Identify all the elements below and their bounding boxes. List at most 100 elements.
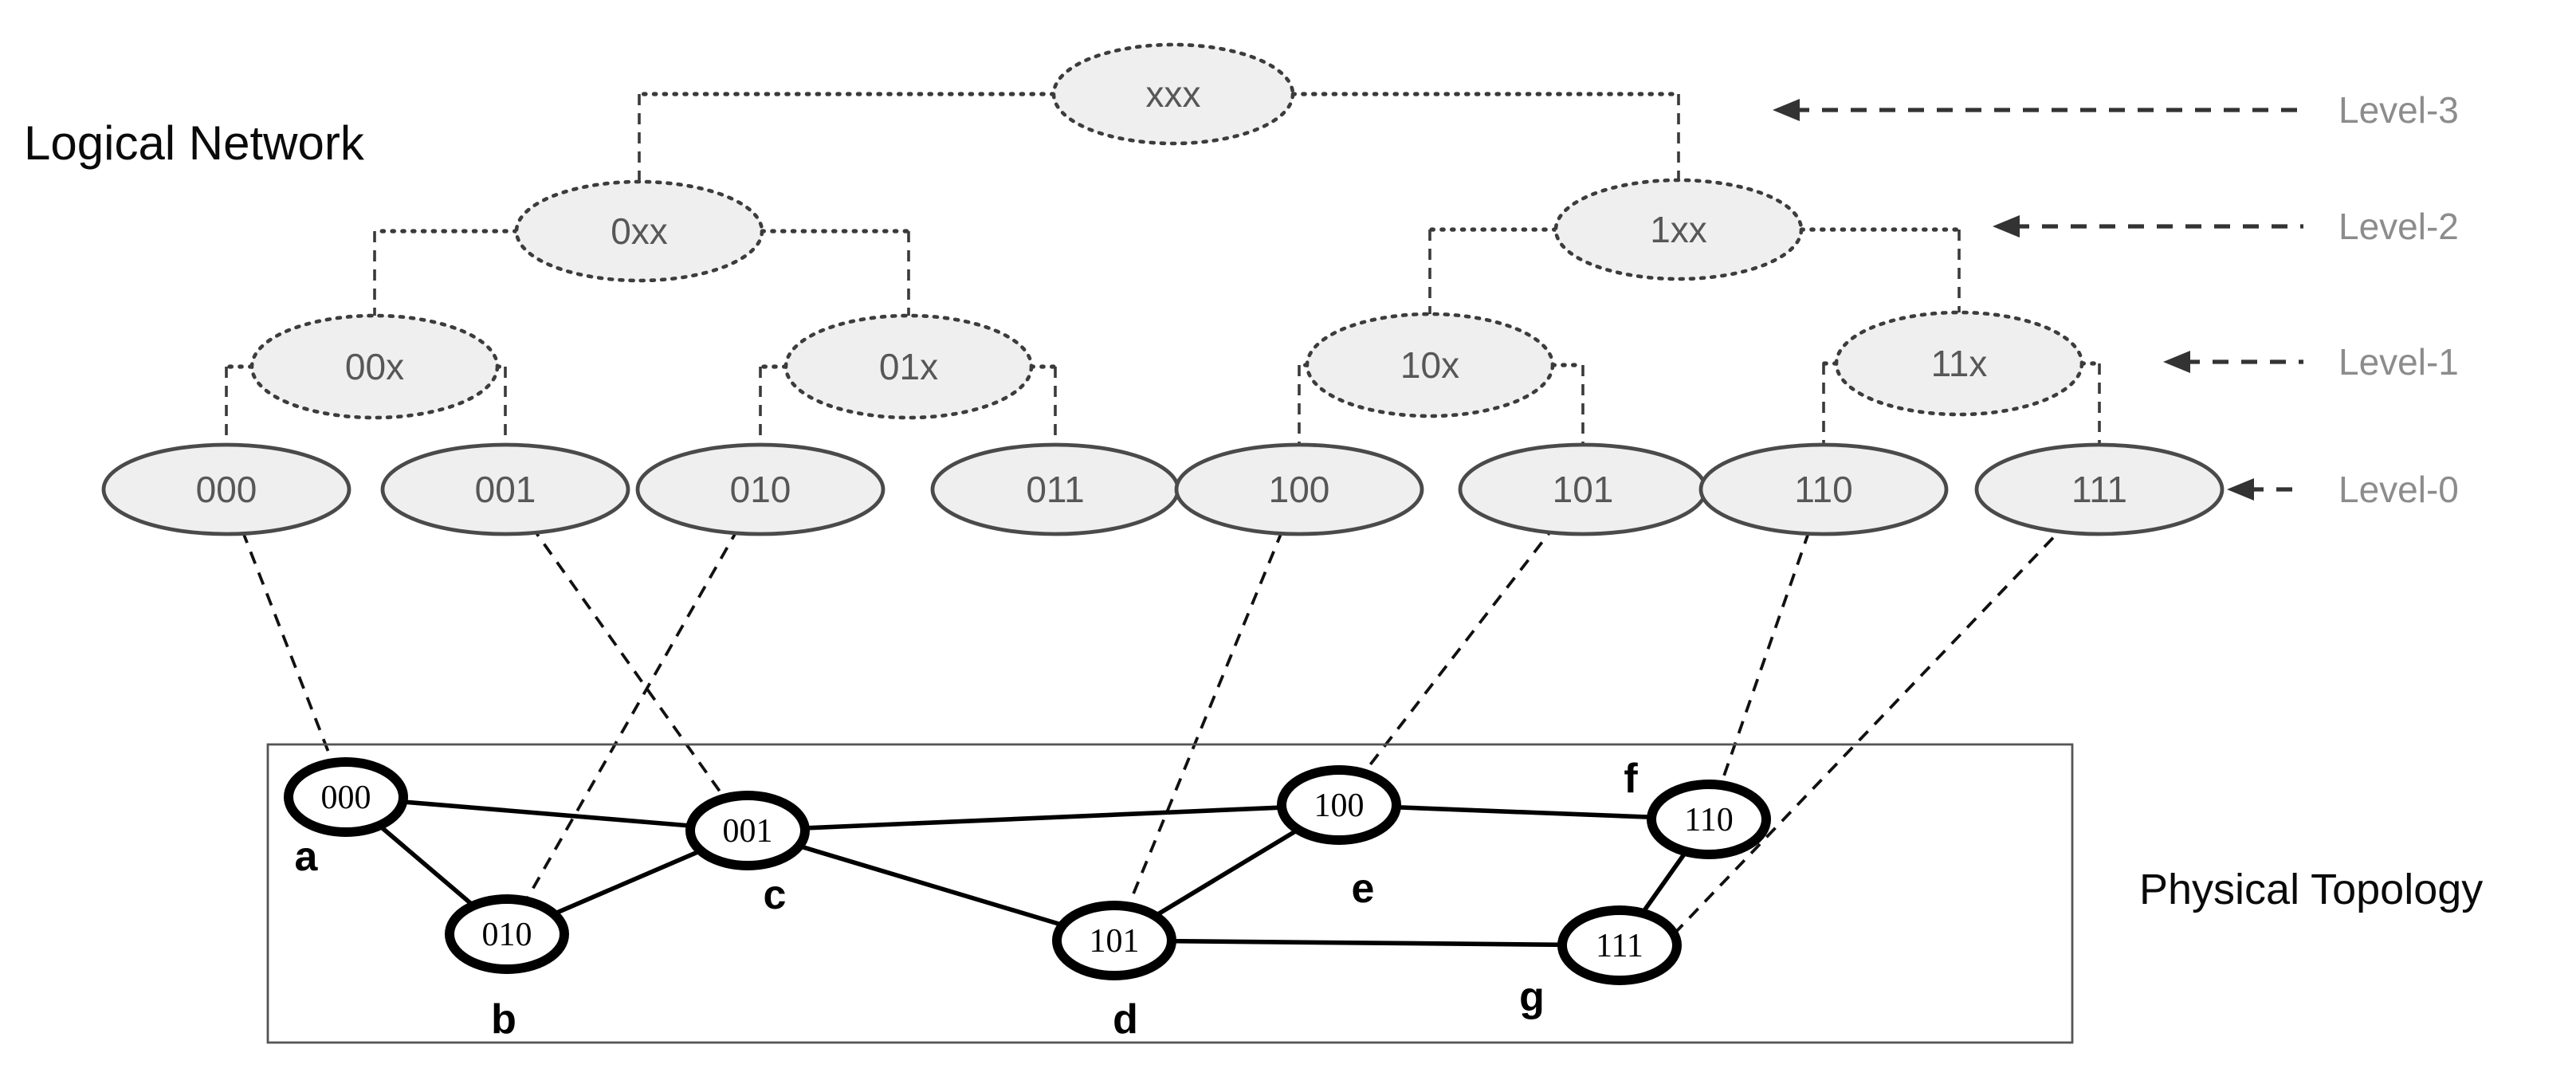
level-arrowhead-icon <box>2227 478 2254 501</box>
physical-node-label: 001 <box>723 813 773 850</box>
logical-node-ellipse <box>635 442 886 536</box>
logical-node-10x: 10x <box>1305 312 1555 418</box>
physical-node-label: 110 <box>1684 802 1733 839</box>
level-arrowhead-icon <box>1993 215 2020 238</box>
logical-node-label: 010 <box>730 469 791 510</box>
physical-edge-d-g <box>1113 938 1620 948</box>
physical-node-ellipse <box>445 894 569 974</box>
logical-node-label: 1xx <box>1650 209 1707 250</box>
physical-node-label: 111 <box>1596 928 1643 964</box>
physical-node-ellipse <box>284 757 408 837</box>
logical-node-100: 100 <box>1174 442 1424 536</box>
physical-node-letter: b <box>491 996 516 1043</box>
level-arrowhead-icon <box>1773 99 1800 121</box>
tree-connector-0xx-01x <box>760 229 911 316</box>
physical-node-letter: f <box>1624 756 1638 802</box>
physical-edge-c-e <box>747 803 1340 833</box>
mapping-line-101-e <box>1337 488 1584 807</box>
physical-node-letter: c <box>764 872 787 918</box>
logical-node-label: 11x <box>1931 343 1988 384</box>
logical-node-ellipse <box>1553 178 1804 281</box>
mapping-lines-layer <box>225 488 2101 941</box>
logical-node-ellipse <box>1974 442 2225 536</box>
mapping-line-000-a <box>225 489 348 798</box>
physical-node-label: 100 <box>1314 787 1365 824</box>
tree-connector-01x-010 <box>758 364 788 445</box>
logical-node-label: 111 <box>2071 469 2127 510</box>
logical-node-ellipse <box>1174 442 1424 536</box>
physical-node-label: 010 <box>482 917 532 953</box>
tree-connector-1xx-11x <box>1799 227 1961 312</box>
level-3-marker: Level-3 <box>1773 89 2459 131</box>
physical-node-letter: e <box>1352 866 1375 912</box>
physical-node-letter: g <box>1519 974 1545 1020</box>
physical-edge-a-c <box>345 795 748 833</box>
tree-connector-10x-101 <box>1550 363 1585 445</box>
level-1-marker: Level-1 <box>2163 341 2459 383</box>
physical-node-letter: d <box>1113 996 1138 1043</box>
logical-node-000: 000 <box>101 442 351 536</box>
tree-connector-11x-111 <box>2079 361 2102 445</box>
logical-node-ellipse <box>514 179 764 283</box>
logical-node-ellipse <box>1305 312 1555 418</box>
physical-topology-title: Physical Topology <box>2139 866 2483 913</box>
logical-node-label: 011 <box>1026 469 1084 510</box>
physical-node-e: 100 e <box>1277 765 1401 912</box>
level-0-marker: Level-0 <box>2227 469 2459 510</box>
logical-node-101: 101 <box>1458 442 1708 536</box>
physical-node-c: 001 c <box>685 791 810 918</box>
level-2-marker: Level-2 <box>1993 206 2459 247</box>
mapping-line-100-d <box>1113 489 1301 941</box>
logical-node-00x: 00x <box>249 313 500 420</box>
physical-topology-box <box>266 743 2074 1044</box>
logical-node-label: xxx <box>1146 73 1201 115</box>
level-arrowhead-icon <box>2163 351 2190 373</box>
physical-node-ellipse <box>1647 780 1771 859</box>
level-label: Level-2 <box>2338 206 2459 247</box>
tree-connector-10x-100 <box>1297 363 1310 445</box>
logical-node-label: 0xx <box>611 210 668 252</box>
logical-node-010: 010 <box>635 442 886 536</box>
logical-node-ellipse <box>1051 42 1295 146</box>
logical-node-ellipse <box>101 442 351 536</box>
physical-box-layer <box>266 743 2074 1044</box>
logical-node-ellipse <box>380 442 630 536</box>
tree-connector-00x-000 <box>224 364 254 445</box>
tree-connector-1xx-10x <box>1427 227 1558 314</box>
logical-node-11x: 11x <box>1834 310 2084 417</box>
tree-connector-xxx-1xx <box>1290 92 1681 180</box>
logical-node-label: 100 <box>1269 469 1330 510</box>
mapping-line-110-f <box>1707 489 1825 820</box>
logical-node-01x: 01x <box>783 313 1034 420</box>
physical-node-ellipse <box>1277 765 1401 845</box>
physical-node-ellipse <box>1052 901 1176 980</box>
logical-node-0xx: 0xx <box>514 179 764 283</box>
physical-node-ellipse <box>1557 905 1682 985</box>
physical-edge-c-d <box>747 828 1115 943</box>
physical-node-label: 000 <box>321 780 371 816</box>
logical-node-111: 111 <box>1974 442 2225 536</box>
level-label: Level-0 <box>2338 469 2459 510</box>
tree-connector-01x-011 <box>1029 364 1058 445</box>
tree-connectors-layer <box>224 92 2102 445</box>
logical-node-110: 110 <box>1698 442 1949 536</box>
logical-node-label: 10x <box>1400 344 1459 386</box>
tree-connector-xxx-0xx <box>637 92 1056 182</box>
level-label: Level-1 <box>2338 341 2459 383</box>
logical-node-001: 001 <box>380 442 630 536</box>
physical-node-f: 110 f <box>1624 756 1771 859</box>
physical-node-b: 010 b <box>445 894 569 1043</box>
logical-node-1xx: 1xx <box>1553 178 1804 281</box>
tree-connector-11x-110 <box>1821 361 1839 445</box>
logical-node-ellipse <box>249 313 500 420</box>
level-label: Level-3 <box>2338 89 2459 131</box>
logical-node-ellipse <box>1834 310 2084 417</box>
logical-node-label: 000 <box>196 469 257 510</box>
tree-connector-00x-001 <box>495 364 508 445</box>
